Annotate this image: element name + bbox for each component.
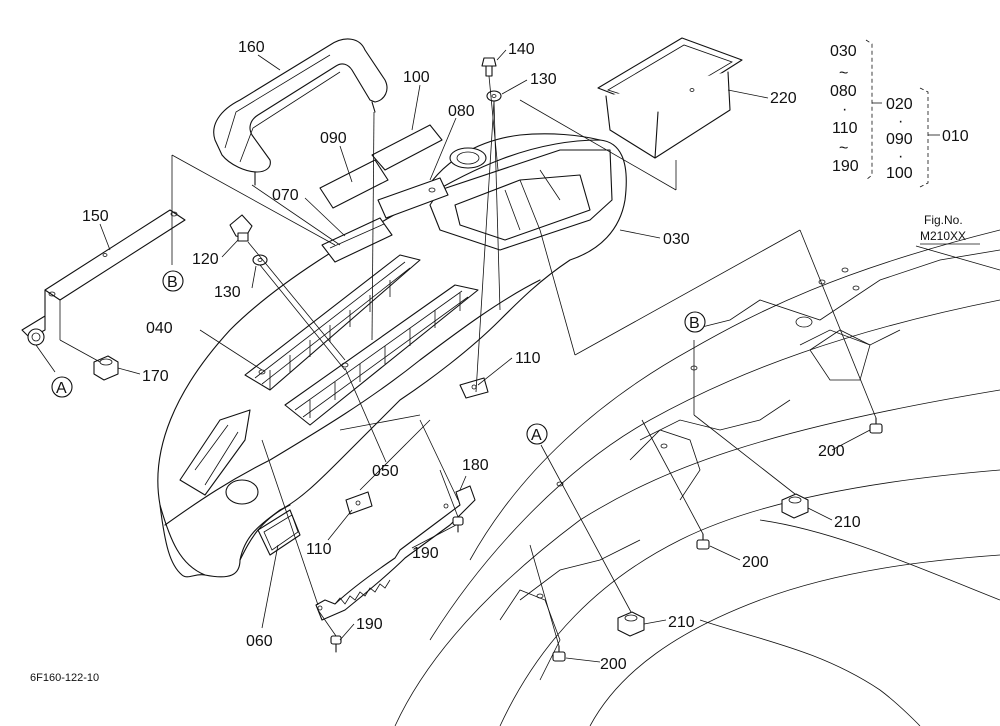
label-200-middle: 200	[742, 554, 769, 571]
label-060: 060	[246, 633, 273, 650]
callout-b-left: B	[162, 270, 184, 292]
slot-panel-050	[284, 284, 479, 426]
label-200-lower: 200	[600, 656, 627, 673]
fig-no-label: Fig.No.	[924, 213, 963, 227]
clip-110-lower	[345, 491, 373, 515]
label-070: 070	[272, 187, 299, 204]
bolt-190-upper	[452, 516, 464, 533]
label-210-upper: 210	[834, 514, 861, 531]
label-190-upper: 190	[412, 545, 439, 562]
callout-a-right: A	[526, 423, 548, 445]
callout-b-right: B	[684, 311, 706, 333]
label-190-lower: 190	[356, 616, 383, 633]
legend-tilde-1: ~	[839, 65, 848, 82]
label-160: 160	[238, 39, 265, 56]
legend-100: 100	[886, 165, 913, 182]
assembly-lines	[35, 75, 877, 647]
legend-dot-3: ·	[898, 148, 903, 165]
svg-text:A: A	[56, 380, 67, 397]
label-030: 030	[663, 231, 690, 248]
legend-dot-1: ·	[842, 101, 847, 118]
legend-110: 110	[832, 120, 858, 137]
bolt-190-lower	[330, 635, 342, 653]
fender-outline	[394, 229, 1000, 726]
label-100: 100	[403, 69, 430, 86]
label-170: 170	[142, 368, 169, 385]
bracket-150	[21, 209, 186, 346]
label-050: 050	[372, 463, 399, 480]
washer-130-top	[486, 90, 502, 102]
nut-210-upper	[781, 493, 809, 519]
decal-090	[319, 159, 389, 209]
legend-dot-2: ·	[898, 113, 903, 130]
label-150: 150	[82, 208, 109, 225]
figure-reference: Fig.No. M210XX	[920, 213, 980, 245]
handle-160	[213, 38, 388, 186]
drawing-id: 6F160-122-10	[30, 672, 99, 684]
label-leaders	[99, 49, 1000, 663]
label-140: 140	[508, 41, 535, 58]
nut-210-lower	[617, 611, 645, 637]
knob-120	[229, 214, 253, 242]
svg-text:A: A	[531, 427, 542, 444]
label-120: 120	[192, 251, 219, 268]
label-040: 040	[146, 320, 173, 337]
part-labels: 160 100 090 080 070 150 120 130 140 130 …	[82, 39, 861, 673]
legend-190: 190	[832, 158, 859, 175]
fig-no-value: M210XX	[920, 229, 966, 243]
label-110-upper: 110	[515, 350, 541, 367]
label-180: 180	[462, 457, 489, 474]
decal-080	[377, 177, 449, 219]
label-130-top: 130	[530, 71, 557, 88]
svg-text:B: B	[689, 315, 700, 332]
callout-a-left: A	[51, 376, 73, 398]
bolt-140	[481, 57, 497, 77]
label-090: 090	[320, 130, 347, 147]
label-210-lower: 210	[668, 614, 695, 631]
label-220: 220	[770, 90, 797, 107]
tray-220	[597, 37, 743, 159]
legend-020: 020	[886, 96, 913, 113]
clip-110-upper	[459, 377, 489, 399]
bolt-200-lower	[552, 645, 566, 662]
label-130-left: 130	[214, 284, 241, 301]
bracket-180	[315, 485, 476, 621]
svg-text:B: B	[167, 274, 178, 291]
legend-080: 080	[830, 83, 857, 100]
slot-panel-040	[244, 254, 421, 391]
bolt-200-upper	[869, 417, 883, 434]
decal-100	[371, 124, 443, 171]
part-group-legend: 030 ~ 080 · 110 ~ 190 020 · 090 · 100 01…	[830, 39, 969, 188]
legend-030: 030	[830, 43, 857, 60]
label-200-upper: 200	[818, 443, 845, 460]
nut-170	[93, 355, 119, 381]
legend-090: 090	[886, 131, 913, 148]
legend-tilde-2: ~	[839, 140, 848, 157]
label-110-lower: 110	[306, 541, 332, 558]
label-080: 080	[448, 103, 475, 120]
bolt-200-middle	[696, 533, 710, 550]
legend-010: 010	[942, 128, 969, 145]
